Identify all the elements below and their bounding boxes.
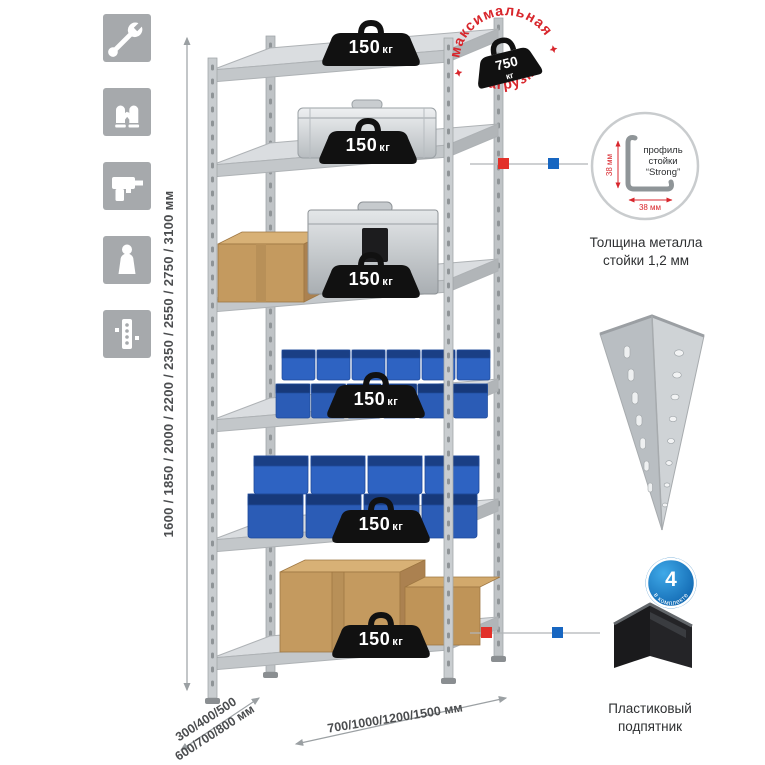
rack-post-icon <box>115 319 139 349</box>
detail-circle <box>590 111 700 221</box>
foot-caption-line1: Пластиковый <box>608 701 692 716</box>
perforated-post-image <box>599 314 705 531</box>
load-value: 150 <box>358 629 391 649</box>
gloves-icon <box>115 105 140 128</box>
weight-icon <box>327 371 425 418</box>
load-value: 150 <box>348 37 381 57</box>
load-value: 150 <box>358 514 391 534</box>
callout-marker-blue-top <box>548 158 559 169</box>
badge-count: 4 <box>665 568 677 591</box>
callout-marker-blue-bottom <box>552 627 563 638</box>
weight-icon <box>322 19 420 66</box>
stamp-icon: максимальная нагрузка 750 кг <box>438 0 558 100</box>
person-icon <box>118 244 136 274</box>
drill-icon <box>112 177 143 201</box>
load-unit: кг <box>392 521 404 533</box>
svg-text:максимальная: максимальная <box>438 0 557 63</box>
stamp-weight-unit: кг <box>505 70 515 82</box>
post-holes <box>662 349 684 508</box>
profile-caption-line2: стойки 1,2 мм <box>602 252 690 268</box>
profile-label-1: профиль <box>643 145 682 156</box>
load-unit: кг <box>382 44 394 56</box>
stamp-star-left <box>454 68 463 77</box>
load-unit: кг <box>379 142 391 154</box>
weight-icon <box>319 117 417 164</box>
max-load-stamp: максимальная нагрузка 750 кг <box>434 0 577 133</box>
stamp-weight-value: 750 <box>494 53 519 73</box>
post-profile-detail: 38 мм 38 мм профиль стойки “Strong” <box>590 111 700 221</box>
feature-tile-gloves <box>103 88 151 136</box>
plastic-foot-image <box>613 602 693 668</box>
load-value: 150 <box>345 135 378 155</box>
profile-caption-line1: Толщина металла <box>589 235 703 250</box>
feature-tile-drill <box>103 162 151 210</box>
feature-tile-rack <box>103 310 151 358</box>
weight-icon <box>332 611 430 658</box>
profile-section-icon <box>625 135 674 192</box>
load-unit: кг <box>382 276 394 288</box>
weight-icon <box>322 251 420 298</box>
post-slots <box>623 345 653 493</box>
weight-icon <box>332 496 430 543</box>
front-posts <box>205 37 506 704</box>
foot-caption: Пластиковый подпятник <box>585 700 715 735</box>
wrench-icon <box>108 22 143 57</box>
included-count-badge: 4 в комплекте <box>644 556 698 610</box>
load-unit: кг <box>387 396 399 408</box>
load-value: 150 <box>353 389 386 409</box>
feature-tile-tools <box>103 14 151 62</box>
profile-dim-height: 38 мм <box>605 154 614 176</box>
blue-bins-small <box>275 349 491 419</box>
stamp-arc-top-text: максимальная <box>438 0 557 63</box>
profile-caption: Толщина металла стойки 1,2 мм <box>583 234 709 269</box>
height-dimension-label: 1600 / 1850 / 2000 / 2200 / 2350 / 2550 … <box>161 190 176 538</box>
profile-dim-width: 38 мм <box>639 203 661 212</box>
badge-icon: 4 в комплекте <box>645 557 697 609</box>
profile-label-3: “Strong” <box>646 167 680 178</box>
load-unit: кг <box>392 636 404 648</box>
load-value: 150 <box>348 269 381 289</box>
profile-label-2: стойки <box>648 156 677 167</box>
blue-bins-large <box>247 455 480 539</box>
stamp-star-right <box>549 45 558 54</box>
feature-tile-person <box>103 236 151 284</box>
stamp-weight-icon: 750 кг <box>478 37 543 89</box>
foot-caption-line2: подпятник <box>617 718 683 734</box>
